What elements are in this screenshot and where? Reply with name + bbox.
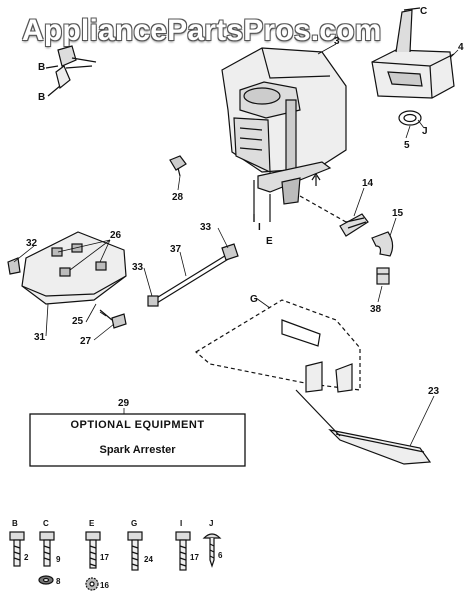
fastener-qty-g: 24: [144, 555, 153, 564]
callout-4: 4: [458, 42, 464, 53]
fastener-letter-g: G: [131, 519, 137, 528]
fastener-letter-j: J: [209, 519, 213, 528]
callout-28: 28: [172, 192, 184, 203]
fastener-qty-j: 6: [218, 551, 223, 560]
callout-c: C: [420, 6, 427, 17]
fastener-e: [85, 531, 101, 591]
callout-b1: B: [38, 62, 45, 73]
callout-j: J: [422, 126, 428, 137]
optional-equipment-title: OPTIONAL EQUIPMENT: [70, 419, 205, 431]
muffler: [371, 7, 455, 99]
callout-15: 15: [392, 208, 404, 219]
fastener-row: [9, 531, 222, 591]
engine: [221, 47, 347, 222]
cap-38: [376, 267, 390, 285]
fastener-qty-b: 2: [24, 553, 29, 562]
fitting-28: [169, 155, 187, 177]
callout-29: 29: [118, 398, 130, 409]
fastener-b: [9, 531, 25, 567]
fastener-j: [202, 533, 222, 568]
fastener-i: [175, 531, 191, 571]
callout-27: 27: [80, 336, 92, 347]
callout-b2: B: [38, 92, 45, 103]
callout-3: 3: [334, 36, 340, 47]
callout-37: 37: [170, 244, 182, 255]
fastener-letter-i: I: [180, 519, 182, 528]
spark-arrester-label: Spark Arrester: [99, 444, 176, 456]
fastener-letter-e: E: [89, 519, 95, 528]
deck-outline: [194, 299, 361, 393]
fastener-qty-i: 17: [190, 553, 199, 562]
callout-5: 5: [404, 140, 410, 151]
fastener-qty-c: 9: [56, 555, 61, 564]
callout-38: 38: [370, 304, 382, 315]
callout-25: 25: [72, 316, 84, 327]
callout-i: I: [258, 222, 261, 233]
callout-26: 26: [110, 230, 122, 241]
callout-14: 14: [362, 178, 374, 189]
fastener-letter-b: B: [12, 519, 18, 528]
fastener-g: [127, 531, 143, 571]
callout-e: E: [266, 236, 273, 247]
optional-equipment-box: [29, 413, 246, 467]
rod-37: [147, 243, 239, 307]
fastener-c: [38, 531, 55, 585]
callout-g: G: [250, 294, 258, 305]
callout-33b: 33: [200, 222, 212, 233]
washer-qty-16: 16: [100, 581, 109, 590]
callout-32: 32: [26, 238, 38, 249]
gasket-ring: [398, 110, 422, 126]
bracket-b: [45, 45, 97, 97]
washer-qty-8: 8: [56, 577, 61, 586]
heat-shield-23: [295, 389, 432, 465]
callout-31: 31: [34, 332, 46, 343]
exhaust-pipe-14: [339, 213, 369, 237]
elbow-15: [371, 231, 394, 257]
callout-33a: 33: [132, 262, 144, 273]
fastener-letter-c: C: [43, 519, 49, 528]
watermark: AppliancePartsPros.com: [22, 14, 382, 47]
callout-23: 23: [428, 386, 440, 397]
fastener-qty-e: 17: [100, 553, 109, 562]
